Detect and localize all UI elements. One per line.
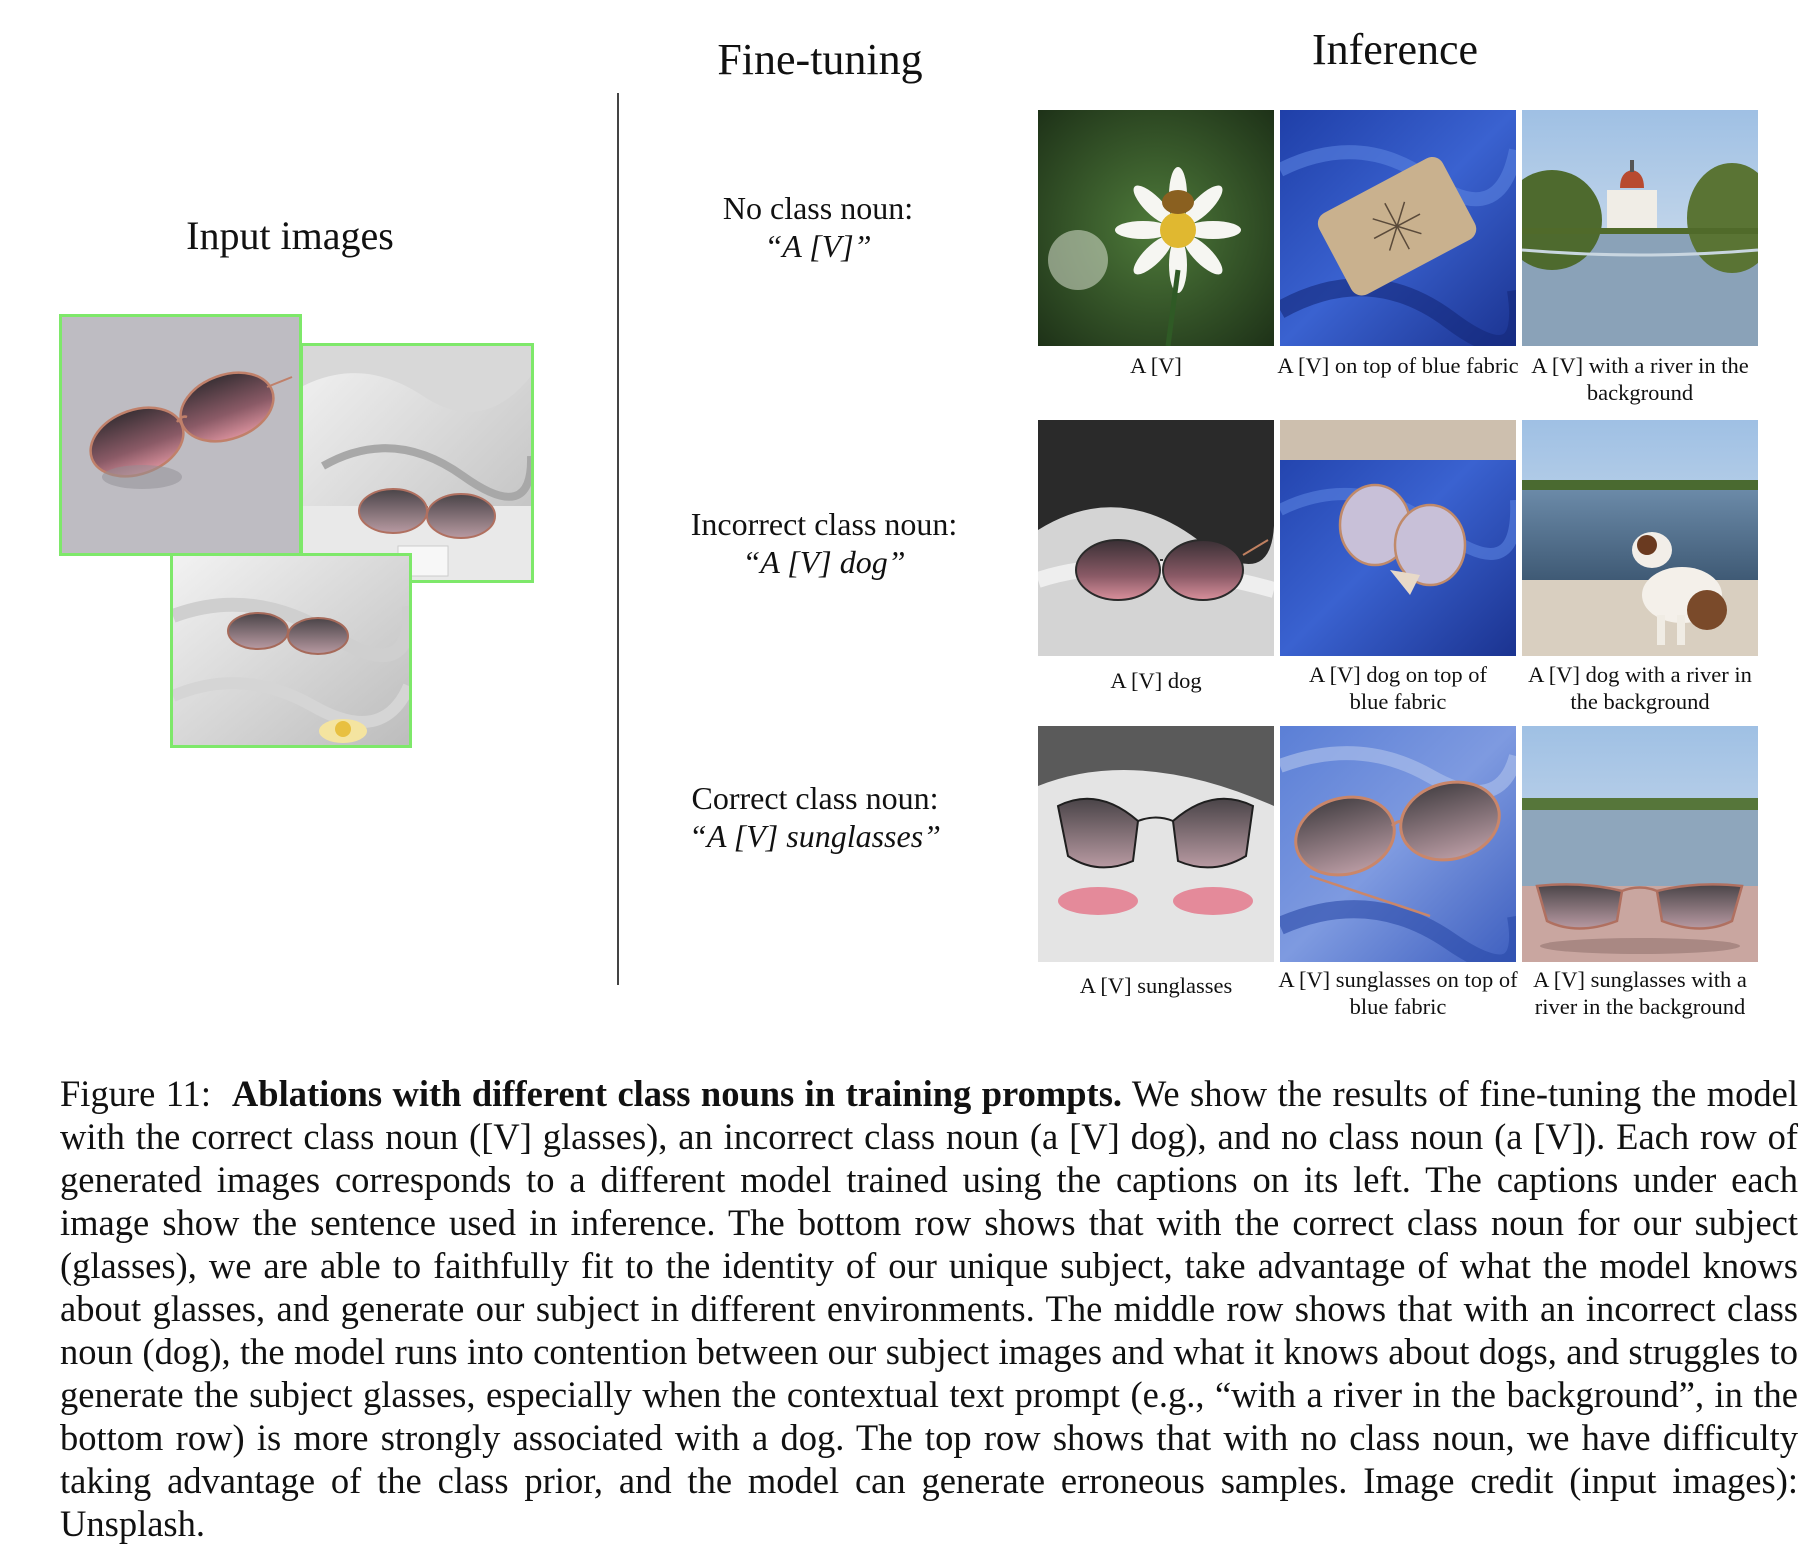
generated-image-river-church [1522, 110, 1758, 346]
input-images-header: Input images [186, 213, 394, 258]
row-prompt: “A [V] dog” [742, 544, 906, 580]
generated-image-dog-fabric [1280, 420, 1516, 656]
image-caption: A [V] with a river in the background [1531, 353, 1749, 405]
input-image-3 [170, 553, 412, 748]
inference-header: Inference [1311, 25, 1479, 74]
image-caption: A [V] dog [1110, 668, 1202, 693]
generated-image-dog-glasses [1038, 420, 1274, 656]
input-image-2 [300, 343, 534, 583]
image-caption: A [V] dog with a river in the background [1528, 662, 1752, 714]
row-label-text: Incorrect class noun: [690, 506, 958, 542]
row-prompt: “A [V]” [764, 228, 872, 264]
generated-image-sunglasses-fabric [1280, 726, 1516, 962]
row-prompt: “A [V] sunglasses” [689, 818, 941, 854]
row-label-incorrect-class: Incorrect class noun: “A [V] dog” [614, 505, 1034, 581]
figure-body: We show the results of fine-tuning the m… [60, 1073, 1799, 1544]
generated-image-dog-river [1522, 420, 1758, 656]
input-image-1 [59, 314, 302, 556]
row-label-correct-class: Correct class noun: “A [V] sunglasses” [605, 779, 1025, 855]
row-label-no-class: No class noun: “A [V]” [608, 189, 1028, 265]
figure-title: Ablations with different class nouns in … [231, 1073, 1123, 1114]
image-caption: A [V] sunglasses [1079, 973, 1233, 998]
row-label-text: No class noun: [722, 190, 914, 226]
finetuning-header: Fine-tuning [717, 35, 923, 84]
figure-label: Figure 11: [60, 1073, 212, 1114]
row-label-text: Correct class noun: [691, 780, 939, 816]
generated-image-sunglasses-river [1522, 726, 1758, 962]
image-caption: A [V] [1130, 353, 1182, 378]
generated-image-sunglasses [1038, 726, 1274, 962]
image-caption: A [V] sunglasses with a river in the bac… [1533, 967, 1747, 1019]
section-divider [617, 93, 619, 985]
image-caption: A [V] sunglasses on top of blue fabric [1278, 967, 1518, 1019]
image-caption: A [V] dog on top of blue fabric [1308, 662, 1488, 714]
image-caption: A [V] on top of blue fabric [1277, 353, 1519, 378]
generated-image-fabric-case [1280, 110, 1516, 346]
figure-caption: Figure 11: Ablations with different clas… [60, 1072, 1798, 1545]
generated-image-flower [1038, 110, 1274, 346]
